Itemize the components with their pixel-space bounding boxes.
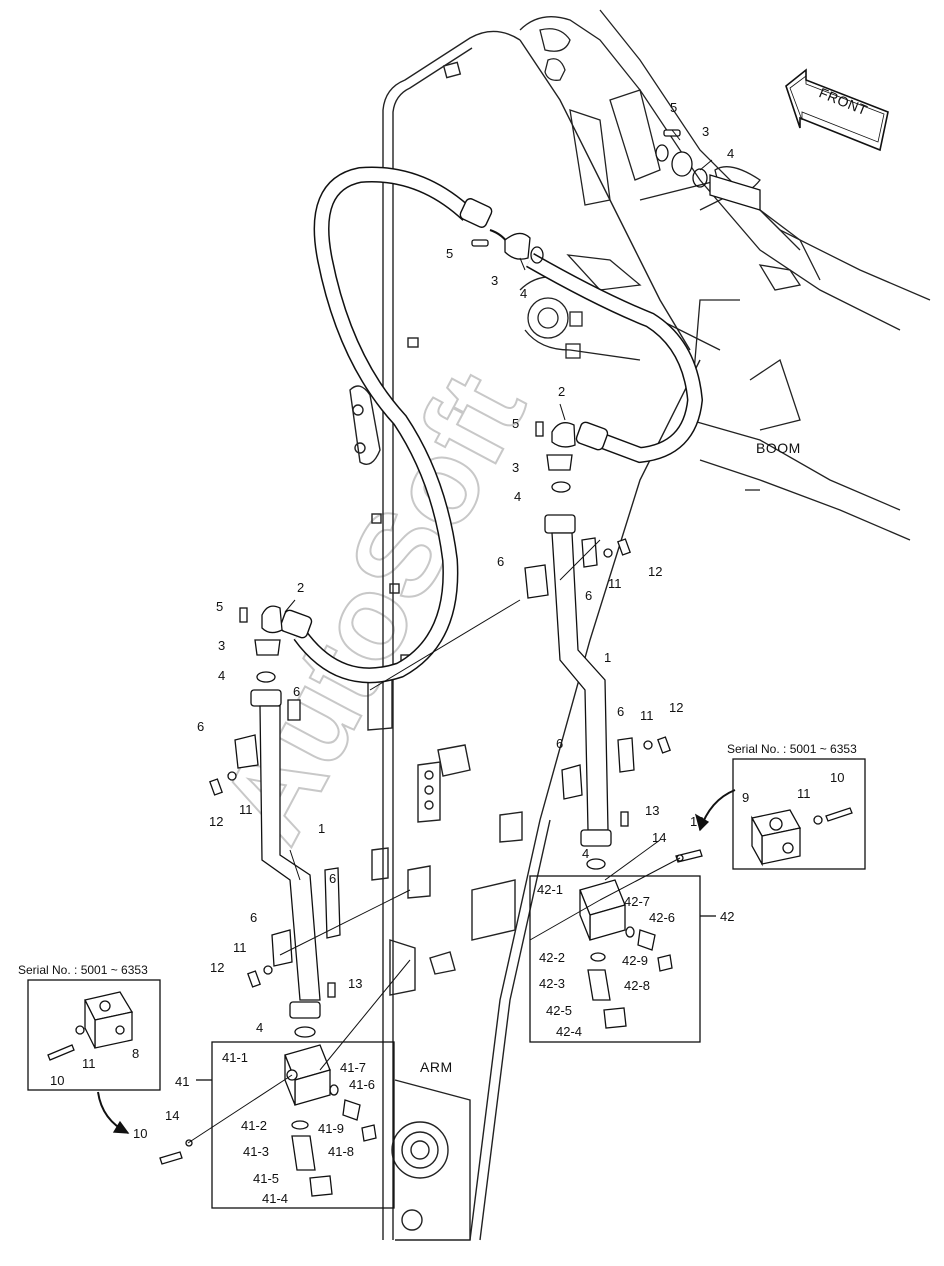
callout-8: 8	[132, 1046, 139, 1061]
boom-label: BOOM	[756, 440, 801, 456]
callout-6: 6	[617, 704, 624, 719]
block-42-group	[529, 875, 716, 1043]
callout-14: 14	[652, 830, 666, 845]
callout-11: 11	[82, 1056, 96, 1071]
callout-10: 10	[50, 1073, 64, 1088]
callout-42-3: 42-3	[539, 976, 565, 991]
callout-4: 4	[582, 846, 589, 861]
callout-41-5: 41-5	[253, 1171, 279, 1186]
callout-5: 5	[216, 599, 223, 614]
callout-12: 12	[210, 960, 224, 975]
callout-1: 1	[604, 650, 611, 665]
callout-41-7: 41-7	[340, 1060, 366, 1075]
callout-14: 14	[165, 1108, 179, 1123]
callout-41: 41	[175, 1074, 189, 1089]
callout-5: 5	[670, 100, 677, 115]
callout-1: 1	[318, 821, 325, 836]
serial-inset-right	[694, 758, 866, 870]
serial-right: Serial No. : 5001 ~ 6353	[727, 742, 857, 756]
left-pipe-assembly	[209, 605, 341, 1038]
middle-top-fittings	[471, 232, 544, 264]
callout-42-9: 42-9	[622, 953, 648, 968]
callout-41-9: 41-9	[318, 1121, 344, 1136]
callout-10: 10	[690, 814, 704, 829]
callout-41-3: 41-3	[243, 1144, 269, 1159]
callout-6: 6	[497, 554, 504, 569]
callout-13: 13	[645, 803, 659, 818]
labels: BOOM ARM Serial No. : 5001 ~ 6353 Serial…	[18, 100, 857, 1206]
callout-4: 4	[256, 1020, 263, 1035]
callout-3: 3	[702, 124, 709, 139]
callout-6: 6	[250, 910, 257, 925]
svg-text:AutoSoft: AutoSoft	[195, 352, 551, 862]
callout-2: 2	[558, 384, 565, 399]
callout-6: 6	[293, 684, 300, 699]
right-pipe-assembly	[524, 421, 671, 870]
block-41-group	[196, 1041, 395, 1209]
callout-4: 4	[520, 286, 527, 301]
callout-5: 5	[512, 416, 519, 431]
arm-label: ARM	[420, 1059, 453, 1075]
callout-6: 6	[197, 719, 204, 734]
callout-6: 6	[329, 871, 336, 886]
callout-10: 10	[133, 1126, 147, 1141]
boom-structure	[519, 9, 931, 541]
callout-41-2: 41-2	[241, 1118, 267, 1133]
callout-4: 4	[218, 668, 225, 683]
callout-41-6: 41-6	[349, 1077, 375, 1092]
callout-12: 12	[669, 700, 683, 715]
callout-42-8: 42-8	[624, 978, 650, 993]
callout-10: 10	[830, 770, 844, 785]
callout-6: 6	[585, 588, 592, 603]
callout-42: 42	[720, 909, 734, 924]
callout-42-6: 42-6	[649, 910, 675, 925]
upper-right-fittings	[655, 129, 761, 211]
callout-41-8: 41-8	[328, 1144, 354, 1159]
callout-9: 9	[742, 790, 749, 805]
callout-3: 3	[512, 460, 519, 475]
callout-4: 4	[514, 489, 521, 504]
callout-5: 5	[446, 246, 453, 261]
serial-inset-left	[27, 979, 161, 1134]
callout-3: 3	[491, 273, 498, 288]
watermark: AutoSoft	[194, 351, 552, 863]
callout-11: 11	[608, 576, 622, 591]
callout-42-7: 42-7	[624, 894, 650, 909]
hose-loop	[279, 166, 704, 684]
loose-bolt-left	[159, 849, 703, 1165]
callout-11: 11	[233, 940, 247, 955]
callout-42-2: 42-2	[539, 950, 565, 965]
callout-3: 3	[218, 638, 225, 653]
callout-2: 2	[297, 580, 304, 595]
callout-12: 12	[209, 814, 223, 829]
leader-lines	[187, 129, 713, 1144]
callout-13: 13	[348, 976, 362, 991]
callout-12: 12	[648, 564, 662, 579]
serial-left: Serial No. : 5001 ~ 6353	[18, 963, 148, 977]
callout-6: 6	[556, 736, 563, 751]
front-arrow: FRONT	[785, 68, 889, 152]
callout-11: 11	[797, 786, 811, 801]
callout-41-4: 41-4	[262, 1191, 288, 1206]
callout-4: 4	[727, 146, 734, 161]
callout-42-5: 42-5	[546, 1003, 572, 1018]
callout-11: 11	[239, 802, 253, 817]
callout-41-1: 41-1	[222, 1050, 248, 1065]
callout-42-4: 42-4	[556, 1024, 582, 1039]
callout-42-1: 42-1	[537, 882, 563, 897]
callout-11: 11	[640, 708, 654, 723]
